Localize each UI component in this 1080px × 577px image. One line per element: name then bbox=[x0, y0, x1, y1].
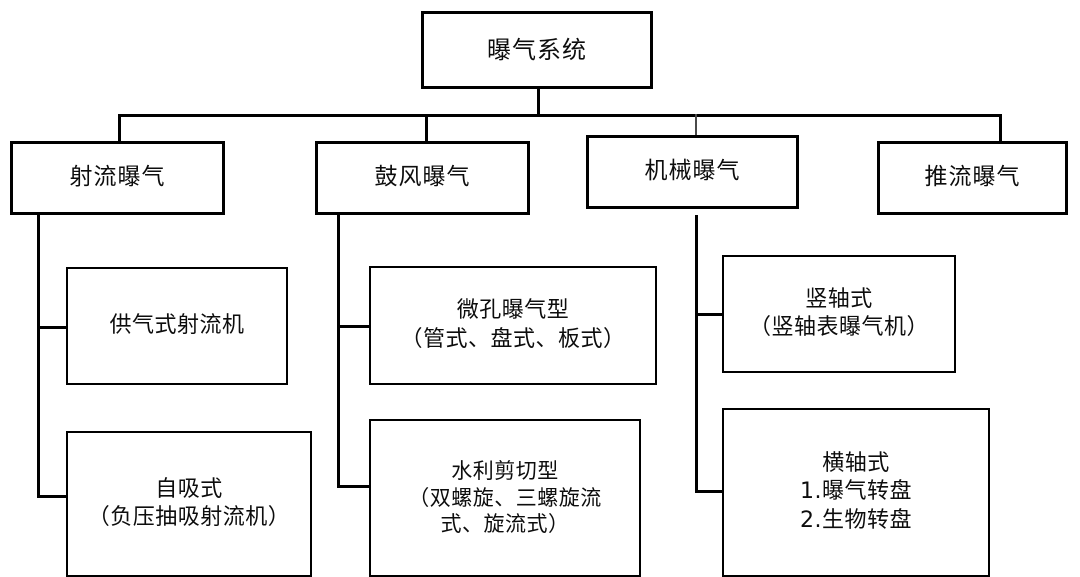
connector-drop-blower bbox=[425, 114, 428, 142]
node-blower-shear-type-line1: 水利剪切型 bbox=[451, 458, 559, 483]
node-jet-aeration[interactable]: 射流曝气 bbox=[10, 141, 225, 215]
node-mechanical-aeration[interactable]: 机械曝气 bbox=[586, 135, 799, 209]
node-mech-vertical-type-line2: （竖轴表曝气机） bbox=[748, 315, 929, 340]
connector-stub-mech-horizontal bbox=[695, 490, 724, 493]
connector-trunk-blower bbox=[337, 215, 340, 488]
connector-level2-bus bbox=[118, 114, 1002, 117]
connector-stub-mech-vertical bbox=[695, 313, 724, 316]
node-jet-selfsuction-type[interactable]: 自吸式 （负压抽吸射流机） bbox=[66, 431, 312, 577]
node-blower-shear-type-line2: （双螺旋、三螺旋流 bbox=[408, 485, 602, 510]
node-jet-supply-type-line1: 供气式射流机 bbox=[109, 312, 245, 338]
node-jet-aeration-label: 射流曝气 bbox=[69, 164, 166, 191]
node-blower-microporous-type-line2: （管式、盘式、板式） bbox=[400, 326, 626, 352]
node-blower-shear-type[interactable]: 水利剪切型 （双螺旋、三螺旋流 式、旋流式） bbox=[369, 419, 641, 577]
connector-stub-jet-supply bbox=[37, 326, 67, 329]
node-root[interactable]: 曝气系统 bbox=[421, 11, 653, 89]
node-blower-microporous-type[interactable]: 微孔曝气型 （管式、盘式、板式） bbox=[369, 266, 657, 385]
node-mech-vertical-type-line1: 竖轴式 bbox=[805, 286, 873, 312]
connector-drop-plugflow bbox=[999, 114, 1002, 142]
node-blower-shear-type-line3: 式、旋流式） bbox=[440, 512, 570, 537]
node-mechanical-aeration-label: 机械曝气 bbox=[644, 158, 741, 185]
node-jet-selfsuction-type-line1: 自吸式 bbox=[155, 476, 223, 502]
node-jet-supply-type[interactable]: 供气式射流机 bbox=[66, 267, 288, 385]
node-jet-selfsuction-type-line2: （负压抽吸射流机） bbox=[87, 505, 291, 530]
node-mech-horizontal-type-line3: 2.生物转盘 bbox=[800, 507, 912, 533]
node-mech-horizontal-type-line2: 1.曝气转盘 bbox=[800, 479, 912, 505]
connector-stub-blower-shear bbox=[337, 485, 370, 488]
node-blower-aeration-label: 鼓风曝气 bbox=[374, 164, 471, 191]
connector-stub-blower-microporous bbox=[337, 325, 370, 328]
connector-root-stem bbox=[537, 88, 540, 116]
node-mech-vertical-type[interactable]: 竖轴式 （竖轴表曝气机） bbox=[722, 255, 956, 373]
node-mech-horizontal-type[interactable]: 横轴式 1.曝气转盘 2.生物转盘 bbox=[722, 408, 990, 577]
node-root-label: 曝气系统 bbox=[487, 35, 587, 64]
connector-stub-jet-selfsuction bbox=[37, 495, 67, 498]
connector-trunk-jet bbox=[37, 215, 40, 498]
node-blower-microporous-type-line1: 微孔曝气型 bbox=[456, 298, 570, 324]
node-mech-horizontal-type-line1: 横轴式 bbox=[822, 451, 890, 477]
connector-drop-jet bbox=[118, 114, 121, 142]
connector-trunk-mechanical bbox=[695, 215, 698, 493]
connector-drop-mechanical bbox=[695, 114, 697, 142]
node-plugflow-aeration-label: 推流曝气 bbox=[924, 164, 1021, 191]
node-blower-aeration[interactable]: 鼓风曝气 bbox=[315, 141, 530, 215]
node-plugflow-aeration[interactable]: 推流曝气 bbox=[877, 141, 1068, 215]
